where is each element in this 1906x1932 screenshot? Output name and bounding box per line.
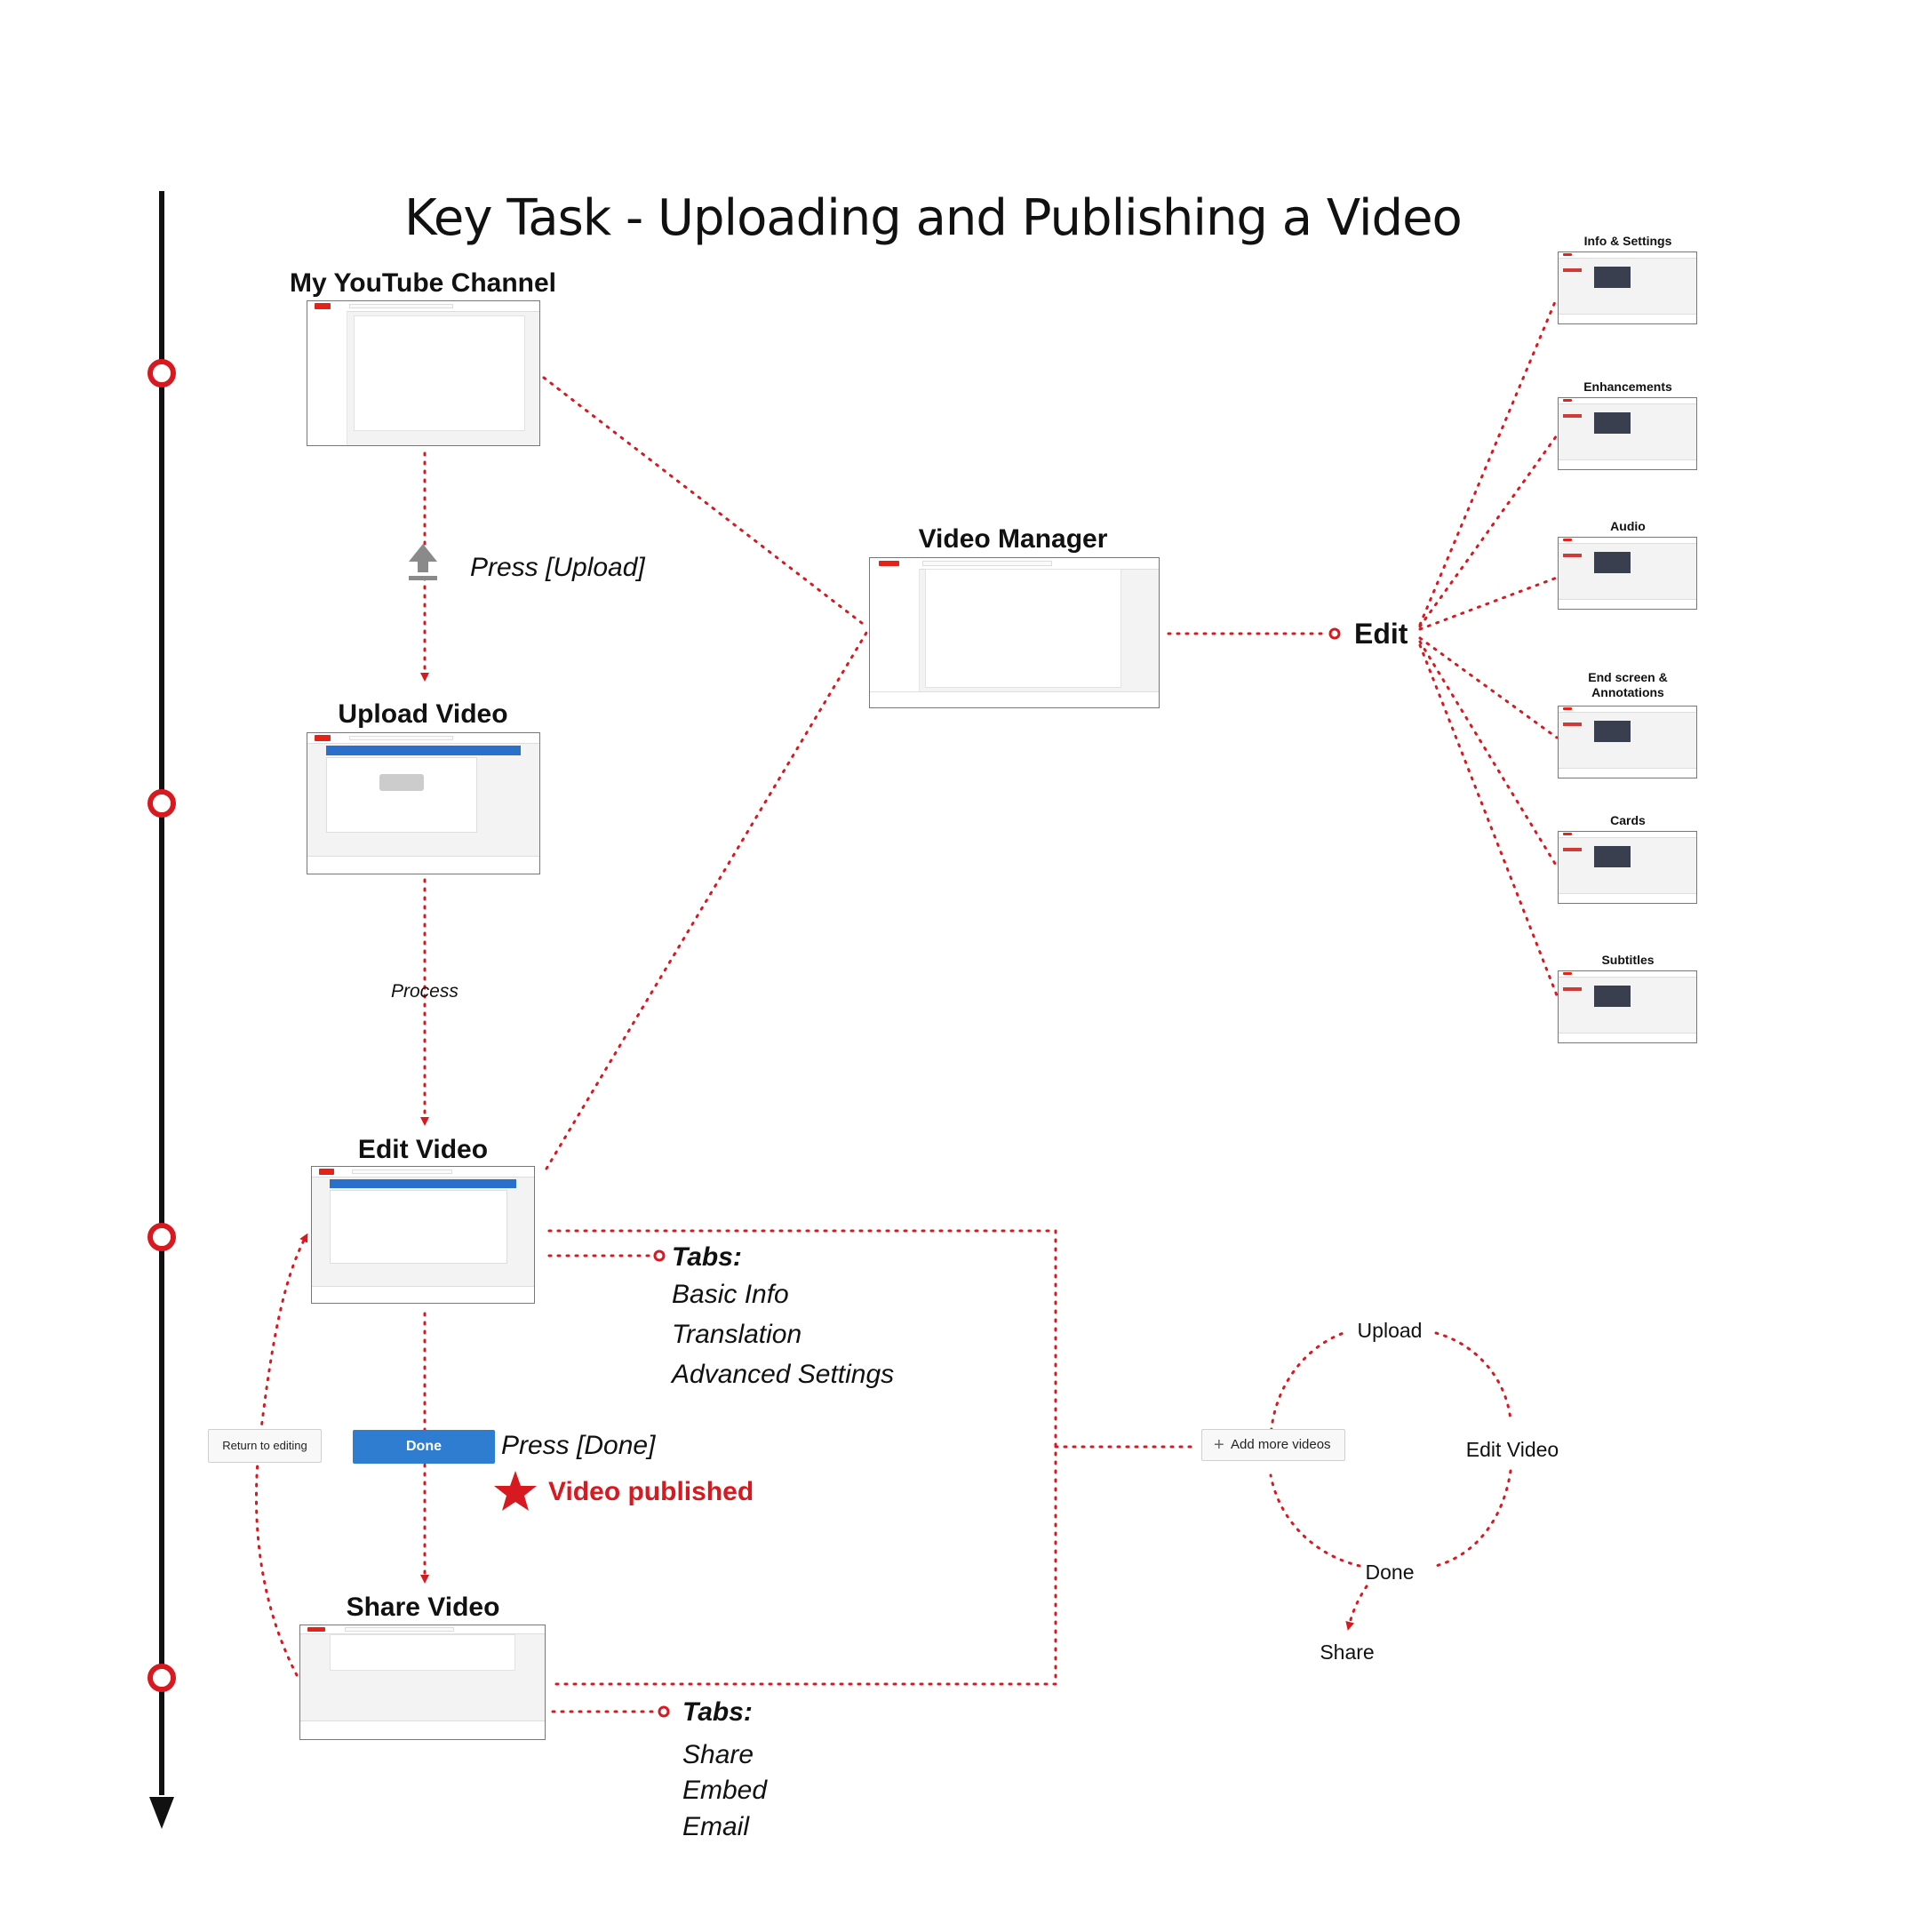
timeline-milestone xyxy=(148,1223,176,1251)
cycle-edit-video-label: Edit Video xyxy=(1465,1438,1559,1461)
screen-cards-label: Cards xyxy=(1610,813,1646,827)
share-tab-embed: Embed xyxy=(682,1776,768,1805)
star-icon xyxy=(494,1471,537,1511)
share-screenshot xyxy=(299,1625,546,1740)
share-tabs-heading: Tabs: xyxy=(682,1697,753,1727)
done-button[interactable]: Done xyxy=(353,1430,495,1464)
diagram-title: Key Task - Uploading and Publishing a Vi… xyxy=(404,189,1463,247)
edit-screenshot xyxy=(311,1166,535,1304)
step-upload-label: Upload Video xyxy=(338,699,508,729)
screen-end-screen-annotations xyxy=(1558,706,1697,778)
edit-tab-basic-info: Basic Info xyxy=(672,1280,789,1309)
upload-screenshot xyxy=(307,732,540,874)
screen-annotations-label: Annotations xyxy=(1591,685,1664,699)
edit-tabs-heading: Tabs: xyxy=(672,1242,742,1272)
screen-audio xyxy=(1558,537,1697,610)
cycle-arc-top-right xyxy=(1434,1331,1512,1422)
timeline-milestone xyxy=(148,1664,176,1692)
link-edit-manager xyxy=(545,631,868,1170)
loop-rect xyxy=(547,1229,1057,1686)
edit-tabs-node xyxy=(653,1249,666,1262)
manager-screenshot xyxy=(869,557,1160,708)
edit-node xyxy=(1328,627,1341,640)
screen-enhancements-label: Enhancements xyxy=(1583,379,1672,394)
cycle-arc-bottom-right xyxy=(1434,1469,1512,1568)
plus-icon: + xyxy=(1214,1435,1224,1455)
cycle-arc-bottom-left xyxy=(1269,1473,1361,1568)
edit-label: Edit xyxy=(1354,618,1408,650)
process-label: Process xyxy=(391,981,459,1002)
timeline-arrowhead xyxy=(149,1797,174,1829)
step-channel-label: My YouTube Channel xyxy=(289,268,557,298)
channel-screenshot xyxy=(307,300,540,446)
link-channel-manager xyxy=(542,376,868,628)
share-tab-share: Share xyxy=(682,1740,754,1769)
cycle-upload-label: Upload xyxy=(1357,1319,1423,1342)
screen-end-screen-label: End screen & xyxy=(1588,670,1668,684)
cycle-arc-top-left xyxy=(1269,1331,1345,1441)
share-tab-email: Email xyxy=(682,1812,750,1841)
screen-subtitles-label: Subtitles xyxy=(1601,953,1655,967)
timeline-milestone xyxy=(148,359,176,387)
share-tabs-node xyxy=(658,1705,670,1718)
press-done-label: Press [Done] xyxy=(501,1431,656,1460)
return-to-editing-button[interactable]: Return to editing xyxy=(208,1429,322,1463)
step-share-label: Share Video xyxy=(346,1593,500,1622)
upload-arrow-icon xyxy=(409,544,437,580)
add-more-videos-label: Add more videos xyxy=(1231,1437,1331,1452)
screen-subtitles xyxy=(1558,970,1697,1043)
cycle-done-label: Done xyxy=(1365,1561,1415,1584)
screen-info-settings xyxy=(1558,251,1697,324)
edit-tab-advanced-settings: Advanced Settings xyxy=(672,1360,895,1389)
screen-enhancements xyxy=(1558,397,1697,470)
edit-tab-translation: Translation xyxy=(672,1320,802,1349)
cycle-to-share xyxy=(1345,1585,1368,1631)
screen-audio-label: Audio xyxy=(1610,519,1646,533)
video-published-label: Video published xyxy=(548,1477,754,1506)
step-manager-label: Video Manager xyxy=(918,524,1108,554)
screen-info-settings-label: Info & Settings xyxy=(1583,234,1672,248)
return-curve xyxy=(254,1233,308,1677)
timeline-milestone xyxy=(148,789,176,818)
add-more-videos-button[interactable]: + Add more videos xyxy=(1201,1429,1345,1461)
step-edit-label: Edit Video xyxy=(357,1135,489,1164)
press-upload-label: Press [Upload] xyxy=(470,553,645,582)
cycle-share-label: Share xyxy=(1320,1641,1375,1664)
screen-cards xyxy=(1558,831,1697,904)
